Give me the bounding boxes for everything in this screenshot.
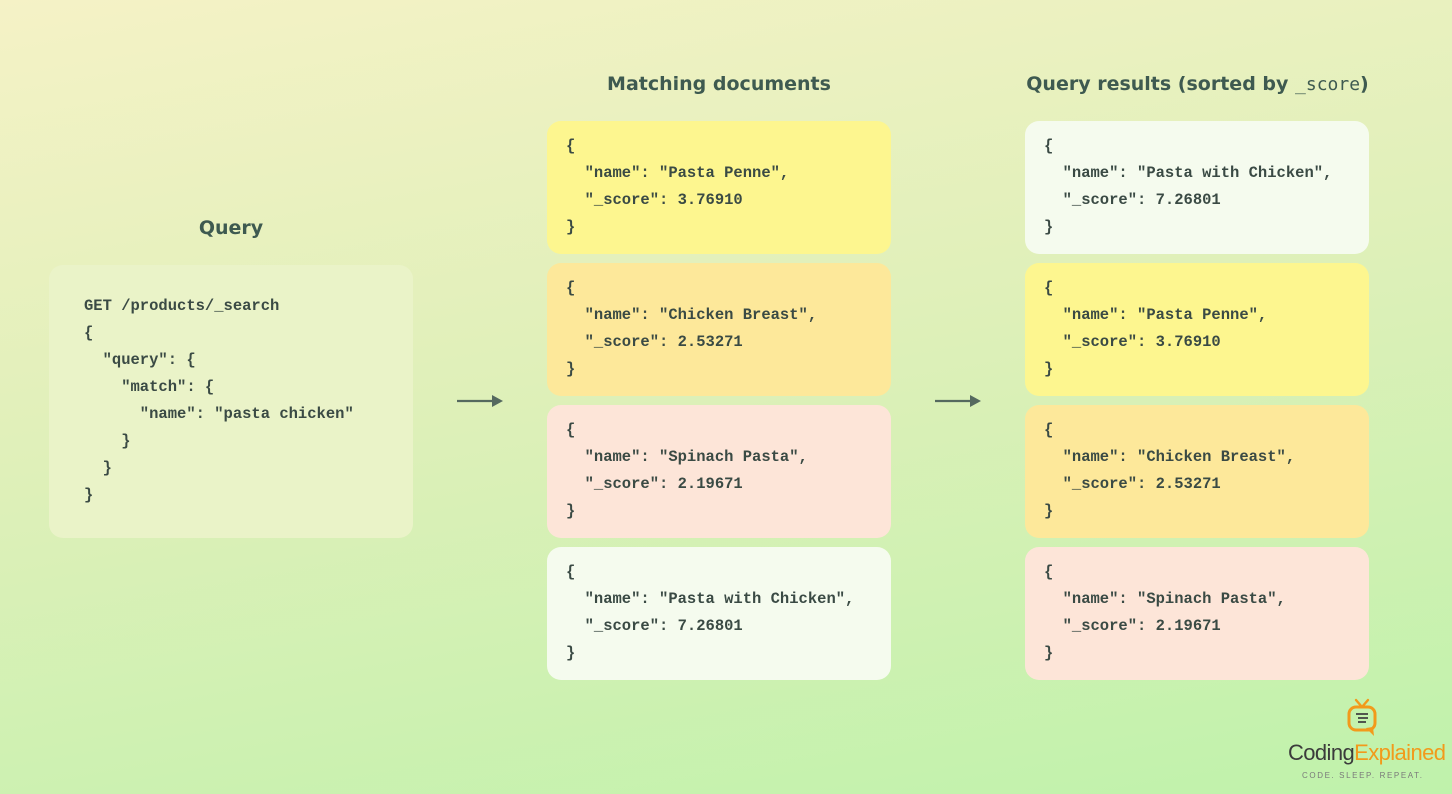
arrow-right-icon [935,395,981,407]
query-results-heading-prefix: Query results (sorted by [1026,73,1296,95]
document-line: { [1044,421,1054,439]
query-results-heading: Query results (sorted by _score) [1000,73,1395,95]
coding-explained-logo: CodingExplained CODE. SLEEP. REPEAT. [1284,698,1446,786]
query-result-card: { "name": "Spinach Pasta", "_score": 2.1… [1025,547,1369,680]
query-code-line: "name": "pasta chicken" [84,405,354,423]
matching-documents-heading: Matching documents [607,73,831,95]
query-code-line: { [84,324,94,342]
document-line: } [566,502,576,520]
document-line: "name": "Chicken Breast", [566,306,818,324]
logo-word-explained: Explained [1354,740,1446,765]
document-line: { [1044,279,1054,297]
document-line: "_score": 2.19671 [566,475,743,493]
document-line: "_score": 3.76910 [566,191,743,209]
arrow-right-icon [457,395,503,407]
document-line: } [1044,218,1054,236]
document-line: "name": "Pasta Penne", [566,164,790,182]
matching-document-card: { "name": "Pasta with Chicken", "_score"… [547,547,891,680]
logo-word-coding: Coding [1288,740,1355,765]
logo-tagline: CODE. SLEEP. REPEAT. [1302,771,1424,780]
document-line: } [566,360,576,378]
tv-chat-logo-icon [1347,698,1377,736]
query-results-heading-suffix: ) [1360,73,1369,95]
document-line: } [566,218,576,236]
document-line: "_score": 3.76910 [1044,333,1221,351]
document-line: } [1044,360,1054,378]
query-code-block: GET /products/_search { "query": { "matc… [49,265,413,538]
query-code-line: } [84,486,94,504]
matching-document-card: { "name": "Spinach Pasta", "_score": 2.1… [547,405,891,538]
document-line: "_score": 7.26801 [1044,191,1221,209]
matching-document-card: { "name": "Pasta Penne", "_score": 3.769… [547,121,891,254]
query-code-line: } [84,459,112,477]
document-line: { [566,137,576,155]
document-line: } [1044,502,1054,520]
query-code-line: GET /products/_search [84,297,280,315]
logo-wordmark: CodingExplained [1288,740,1446,766]
document-line: { [1044,137,1054,155]
query-result-card: { "name": "Chicken Breast", "_score": 2.… [1025,405,1369,538]
document-line: { [566,563,576,581]
document-line: "_score": 7.26801 [566,617,743,635]
document-line: "name": "Spinach Pasta", [566,448,808,466]
query-code-line: "query": { [84,351,196,369]
query-code-line: } [84,432,131,450]
document-line: { [566,279,576,297]
query-code-line: "match": { [84,378,215,396]
query-results-heading-code: _score [1295,74,1361,95]
document-line: } [566,644,576,662]
document-line: "name": "Spinach Pasta", [1044,590,1286,608]
document-line: "_score": 2.19671 [1044,617,1221,635]
query-heading: Query [198,217,264,239]
document-line: "_score": 2.53271 [566,333,743,351]
document-line: "_score": 2.53271 [1044,475,1221,493]
document-line: "name": "Pasta Penne", [1044,306,1268,324]
document-line: "name": "Pasta with Chicken", [566,590,855,608]
document-line: "name": "Chicken Breast", [1044,448,1296,466]
document-line: "name": "Pasta with Chicken", [1044,164,1333,182]
query-result-card: { "name": "Pasta with Chicken", "_score"… [1025,121,1369,254]
document-line: { [1044,563,1054,581]
document-line: } [1044,644,1054,662]
query-result-card: { "name": "Pasta Penne", "_score": 3.769… [1025,263,1369,396]
document-line: { [566,421,576,439]
matching-document-card: { "name": "Chicken Breast", "_score": 2.… [547,263,891,396]
